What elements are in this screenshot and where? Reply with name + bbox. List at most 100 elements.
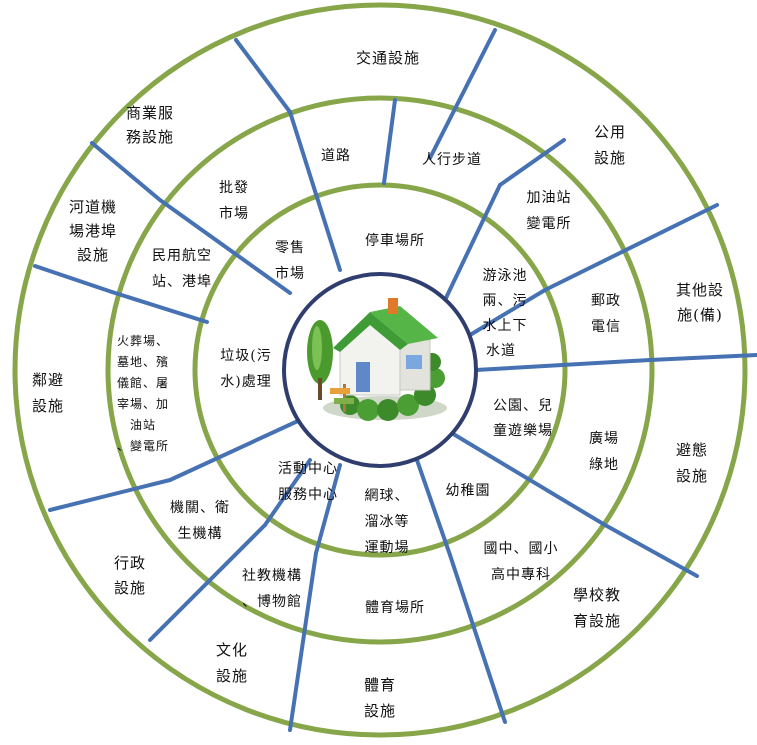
label-line: 兩、污: [483, 293, 528, 309]
label-agency-health: 機關、衛 生機構: [170, 500, 230, 542]
label-line: 宰場、加: [117, 396, 169, 411]
inner-ring: [192, 182, 568, 558]
label-road: 道路: [321, 148, 350, 164]
middle-ring: [105, 95, 655, 645]
label-line: 生機構: [178, 526, 223, 542]
label-line: 行政: [114, 554, 146, 572]
label-line: 、變電所: [117, 438, 169, 453]
label-refuge-facilities: 避態 設施: [676, 441, 708, 485]
label-line: 停車場所: [365, 232, 425, 249]
label-line: 、博物館: [242, 593, 302, 610]
label-line: 社教機構: [242, 568, 302, 584]
label-line: 運動場: [365, 540, 410, 556]
label-line: 民用航空: [152, 248, 212, 264]
label-line: 游泳池: [483, 268, 528, 284]
label-parking: 停車場所: [365, 232, 425, 249]
label-line: 設施: [77, 246, 109, 264]
outer-ring: [12, 2, 748, 738]
label-line: 油站: [130, 418, 156, 432]
label-line: 批發: [219, 180, 249, 196]
label-line: 幼稚園: [446, 483, 491, 499]
divider: [474, 358, 652, 372]
label-line: 避態: [676, 441, 708, 459]
label-line: 設施: [216, 667, 248, 685]
label-airport-port: 民用航空 站、港埠: [152, 248, 212, 290]
divider: [288, 551, 318, 732]
label-line: 零售: [275, 240, 305, 256]
label-wholesale-market: 批發 市場: [219, 180, 249, 222]
label-school-facilities: 學校教 育設施: [573, 586, 621, 630]
label-line: 設施: [364, 702, 396, 720]
label-administration-facilities: 行政 設施: [114, 554, 146, 597]
label-line: 電信: [591, 319, 621, 335]
label-line: 儀館、屠: [117, 375, 169, 390]
label-line: 機關、衛: [170, 500, 230, 516]
label-line: 站、港埠: [152, 273, 212, 290]
label-line: 水)處理: [220, 374, 271, 390]
label-public-utility-facilities: 公用 設施: [594, 123, 626, 167]
label-line: 變電所: [527, 216, 572, 232]
label-line: 高中專科: [491, 566, 551, 583]
label-line: 學校教: [573, 586, 621, 604]
divider: [234, 38, 292, 114]
label-line: 水上下: [483, 318, 528, 334]
label-line: 溜冰等: [365, 513, 410, 530]
label-sports-facilities: 體育 設施: [364, 676, 396, 720]
divider: [448, 553, 507, 724]
label-sports-venue: 體育場所: [365, 600, 425, 616]
divider: [288, 110, 342, 272]
divider: [648, 353, 757, 362]
divider: [110, 290, 209, 324]
label-line: 設施: [676, 467, 708, 485]
label-line: 國中、國小: [484, 541, 559, 557]
label-line: 市場: [275, 265, 305, 282]
label-neighbor-avoidance-facilities: 鄰避 設施: [32, 371, 64, 415]
divider: [158, 198, 292, 295]
divider: [468, 288, 547, 337]
label-river-port-facilities: 河道機 場港埠 設施: [69, 198, 116, 264]
label-line: 設施: [114, 579, 146, 597]
label-line: 綠地: [589, 457, 619, 473]
divider: [148, 523, 267, 642]
label-funeral-and-misc: 火葬場、 墓地、殯 儀館、屠 宰場、加 油站 、變電所: [117, 334, 169, 453]
label-gas-station-substation: 加油站 變電所: [527, 190, 572, 232]
label-tennis-skating: 網球、 溜冰等 運動場: [365, 488, 410, 556]
label-schools: 國中、國小 高中專科: [484, 541, 559, 583]
label-culture-facilities: 文化 設施: [216, 641, 248, 685]
label-line: 公園、兒: [493, 398, 553, 414]
label-line: 務設施: [126, 128, 174, 146]
label-line: 服務中心: [278, 487, 338, 503]
divider: [603, 523, 699, 578]
label-line: 垃圾(污: [220, 348, 271, 364]
label-line: 廣場: [589, 430, 619, 447]
label-activity-center: 活動中心 服務中心: [278, 461, 338, 503]
divider: [382, 98, 397, 185]
label-sidewalk: 人行步道: [422, 152, 481, 168]
label-traffic-facilities: 交通設施: [356, 49, 420, 67]
label-kindergarten: 幼稚園: [446, 483, 491, 499]
label-line: 網球、: [365, 488, 410, 504]
label-commerce-facilities: 商業服 務設施: [126, 104, 174, 146]
label-line: 活動中心: [278, 461, 338, 477]
label-line: 公用: [594, 123, 626, 141]
label-post-telecom: 郵政 電信: [591, 293, 621, 335]
label-line: 體育場所: [365, 600, 425, 616]
label-plaza-green: 廣場 綠地: [589, 430, 619, 473]
divider: [543, 203, 719, 292]
label-other-facilities: 其他設 施(備): [676, 281, 723, 324]
label-line: 文化: [216, 641, 248, 659]
label-line: 童遊樂場: [493, 422, 553, 439]
label-line: 商業服: [126, 104, 174, 122]
label-line: 火葬場、: [117, 334, 169, 348]
label-park-playground: 公園、兒 童遊樂場: [493, 398, 553, 439]
label-line: 施(備): [677, 306, 723, 324]
label-line: 墓地、殯: [117, 355, 169, 369]
label-line: 郵政: [591, 293, 621, 309]
divider: [90, 141, 162, 202]
divider: [428, 28, 497, 160]
label-line: 鄰避: [32, 371, 64, 389]
label-line: 設施: [594, 149, 626, 167]
label-line: 交通設施: [356, 49, 420, 67]
